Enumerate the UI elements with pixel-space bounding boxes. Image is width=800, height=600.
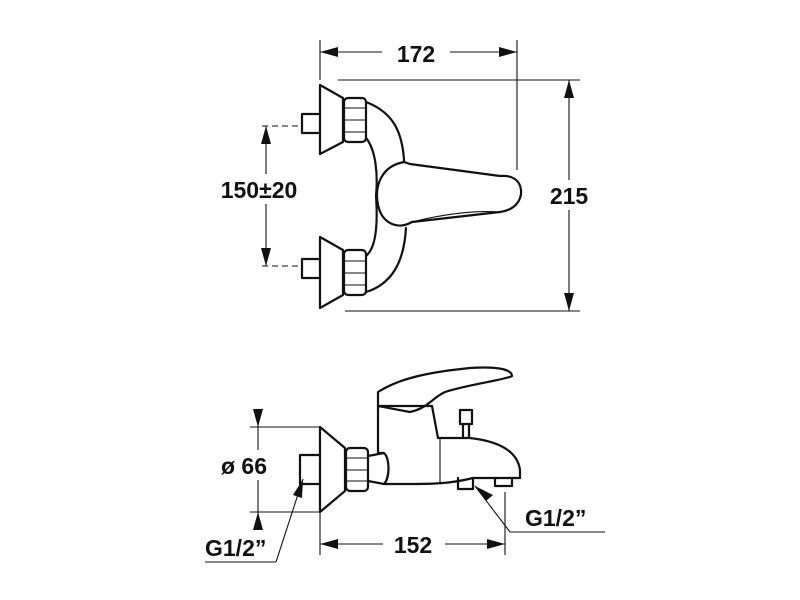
lower-wall-flange (318, 235, 345, 310)
side-wall-flange (318, 425, 347, 514)
lever-handle-side (376, 366, 514, 414)
dim-top-height: 215 (550, 183, 589, 209)
thread-label-right: G1/2” (525, 505, 586, 531)
dim-top-width: 172 (397, 41, 435, 67)
dim-inlet-spacing: 150±20 (221, 177, 298, 203)
side-connector-pipe (366, 451, 390, 486)
lower-inlet-pipe (300, 257, 322, 280)
spout-nozzle (493, 476, 514, 488)
diverter-knob (458, 408, 474, 440)
spout-outlet (456, 476, 475, 491)
upper-wall-flange (318, 83, 345, 156)
dim-side-width: 152 (394, 532, 432, 558)
top-view: 172 215 150±20 (212, 36, 598, 312)
side-mixer-body (376, 404, 522, 486)
lever-handle-top (375, 160, 523, 227)
thread-label-left: G1/2” (205, 535, 266, 561)
dim-flange-diameter: ø 66 (221, 453, 267, 479)
upper-inlet-pipe (300, 112, 322, 135)
mixer-body-top (364, 100, 408, 294)
side-view: ø 66 152 G1/2” G1/2” (205, 366, 605, 563)
side-inlet-connector (298, 453, 322, 486)
